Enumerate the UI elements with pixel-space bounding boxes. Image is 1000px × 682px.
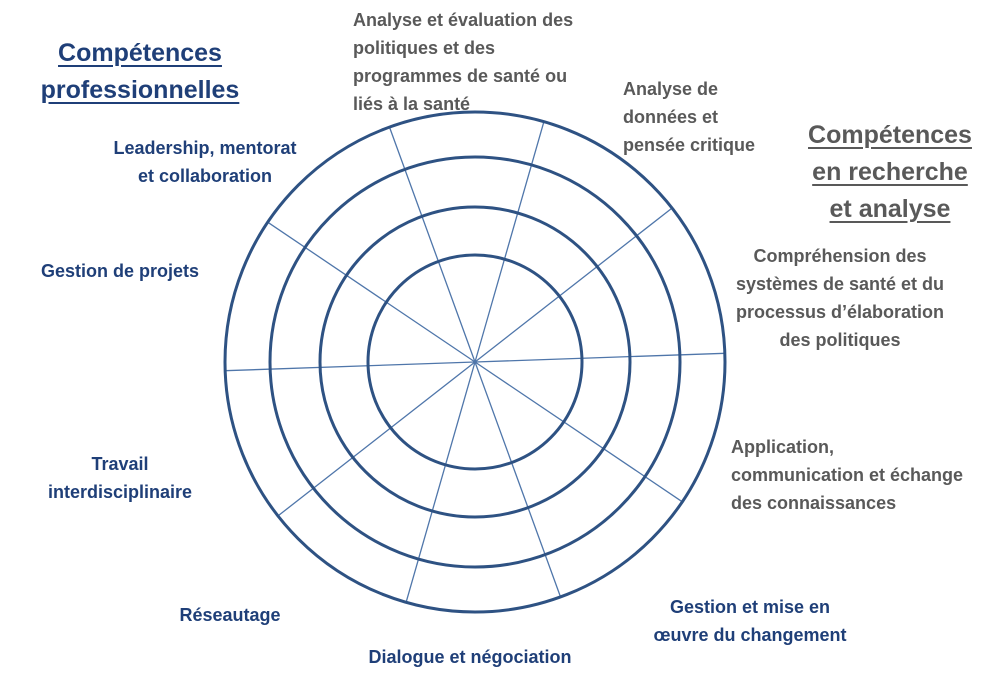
wheel-ring — [318, 205, 632, 519]
label-interdisciplinary-work: Travail interdisciplinaire — [47, 454, 193, 502]
label-change-management: Gestion et mise en œuvre du changement — [653, 597, 847, 645]
label-dialogue-negotiation: Dialogue et négociation — [368, 647, 572, 667]
wheel-spoke — [474, 361, 683, 503]
wheel-spoke — [267, 221, 476, 363]
wheel-spoke — [474, 121, 545, 363]
heading-professional-competencies: Compétences professionnelles — [40, 39, 240, 104]
heading-research-competencies: Compétences en recherche et analyse — [808, 121, 972, 223]
label-policy-analysis: Analyse et évaluation des politiques et … — [353, 10, 574, 114]
wheel-spoke — [388, 126, 476, 363]
wheel-spoke — [474, 352, 725, 363]
wheel-spoke — [225, 361, 476, 372]
wheel-ring — [366, 253, 584, 471]
wheel-ring — [223, 110, 727, 614]
label-project-management: Gestion de projets — [40, 261, 200, 281]
wheel-spoke — [474, 361, 562, 598]
label-data-analysis: Analyse de données et pensée critique — [623, 79, 756, 155]
wheel-ring — [268, 155, 682, 569]
wheel-spoke — [405, 361, 476, 603]
wheel-spoke — [277, 361, 476, 517]
label-health-systems: Compréhension des systèmes de santé et d… — [735, 246, 945, 350]
wheel-spoke — [474, 207, 673, 363]
label-networking: Réseautage — [179, 605, 281, 625]
label-leadership: Leadership, mentorat et collaboration — [113, 138, 297, 186]
label-knowledge-exchange: Application, communication et échange de… — [731, 437, 964, 513]
